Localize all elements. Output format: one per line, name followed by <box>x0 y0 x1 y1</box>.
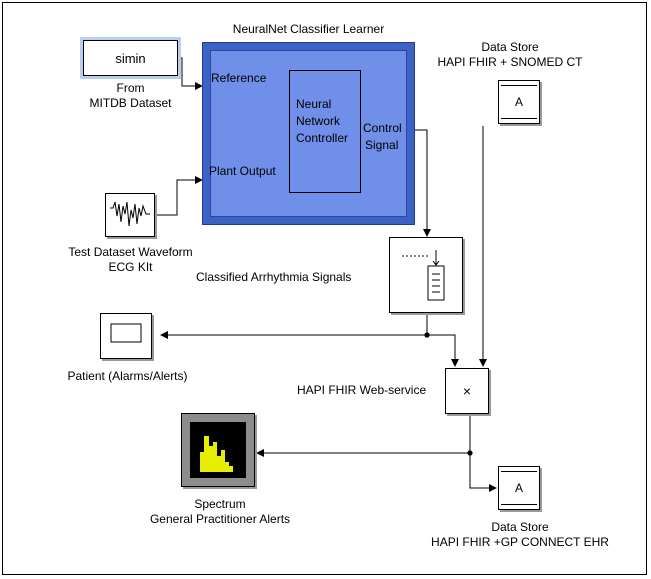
simin-label: simin <box>115 50 146 66</box>
spectrum-block[interactable] <box>181 413 255 487</box>
controller-text: Neural Network Controller <box>296 97 349 145</box>
neuralnet-title: NeuralNet Classifier Learner <box>232 22 385 36</box>
wire-to-datastore-bottom <box>469 453 497 492</box>
classified-arrhythmia-block[interactable] <box>389 237 463 313</box>
patient-scope-block[interactable] <box>100 313 152 359</box>
simin-block[interactable]: simin <box>80 37 181 79</box>
wire-to-product <box>427 334 459 367</box>
test-waveform-block[interactable] <box>105 193 155 237</box>
data-store-top-caption: Data Store HAPI FHIR + SNOMED CT <box>437 40 583 69</box>
port-signal: Signal <box>365 138 399 152</box>
spectrum-screen <box>190 422 246 478</box>
data-store-bottom-block[interactable]: A <box>498 466 540 510</box>
product-symbol: × <box>462 383 472 399</box>
waveform-icon <box>110 201 150 227</box>
classified-caption: Classified Arrhythmia Signals <box>196 270 352 284</box>
data-store-bottom-caption: Data Store HAPI FHIR +GP CONNECT EHR <box>431 520 609 549</box>
spectrum-icon <box>200 436 233 472</box>
buffer-icon <box>402 250 445 301</box>
data-store-top-block[interactable]: A <box>498 80 540 124</box>
neuralnet-subsystem-face <box>210 50 407 217</box>
hapi-ws-caption: HAPI FHIR Web-service <box>297 383 427 397</box>
hapi-fhir-product-block[interactable]: × <box>445 368 489 414</box>
patient-caption: Patient (Alarms/Alerts) <box>67 369 188 383</box>
neuralnet-subsystem[interactable] <box>202 42 415 225</box>
simin-caption: From MITDB Dataset <box>89 81 172 110</box>
neural-network-controller-block[interactable] <box>289 70 361 193</box>
port-plant-output: Plant Output <box>209 164 276 178</box>
spectrum-caption: Spectrum General Practitioner Alerts <box>149 497 291 526</box>
test-waveform-caption: Test Dataset Waveform ECG KIt <box>68 245 193 274</box>
wire-simin-reference <box>178 57 203 90</box>
branch-dot-1 <box>424 332 430 338</box>
wire-waveform-plant <box>155 176 203 216</box>
port-control: Control <box>363 121 402 135</box>
branch-dot-2 <box>467 450 473 456</box>
scope-icon <box>110 323 142 343</box>
data-store-bottom-symbol: A <box>514 481 523 495</box>
data-store-top-symbol: A <box>514 95 523 109</box>
port-reference: Reference <box>211 71 267 85</box>
